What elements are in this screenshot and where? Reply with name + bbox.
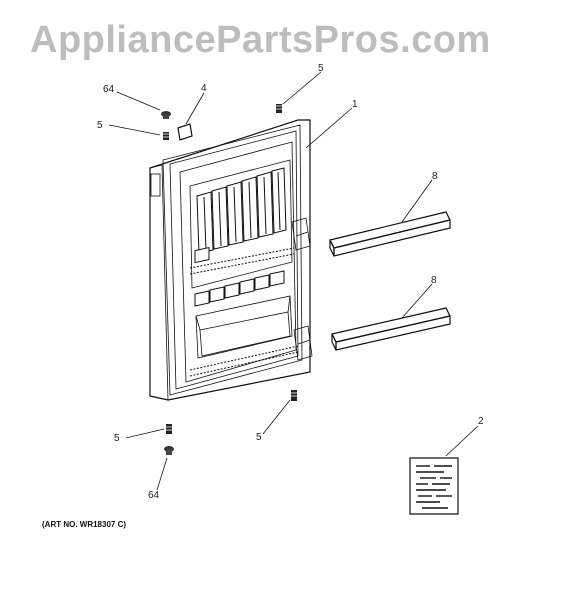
- callout-5-bottomcenter: 5: [256, 432, 262, 443]
- upper-pockets: [196, 167, 287, 254]
- door-assembly: [149, 119, 313, 401]
- leader-lines: [108, 71, 479, 491]
- callout-8-bottom: 8: [431, 275, 437, 286]
- callout-64-bottom: 64: [148, 490, 160, 501]
- callout-4: 4: [201, 83, 207, 94]
- screw-5-topright: [276, 104, 282, 113]
- door-shelf-upper: [329, 211, 451, 257]
- screw-64-top: [161, 111, 171, 119]
- callout-2: 2: [478, 416, 484, 427]
- label-2: [409, 457, 459, 515]
- callout-8-top: 8: [432, 171, 438, 182]
- screw-64-bottom: [164, 446, 174, 455]
- callout-5-topleft: 5: [97, 120, 103, 131]
- screw-5-bottomleft: [166, 424, 172, 434]
- screw-5-bottomcenter: [291, 390, 297, 401]
- callout-1: 1: [352, 99, 358, 110]
- callout-5-topright: 5: [318, 63, 324, 74]
- plug-4: [177, 123, 193, 141]
- callout-labels: 64 4 5 5 1 8 8 5 5 64 2: [97, 63, 484, 501]
- art-number: (ART NO. WR18307 C): [42, 520, 126, 529]
- door-shelf-lower: [331, 307, 451, 351]
- lower-pockets: [194, 246, 285, 307]
- watermark-text: AppliancePartsPros.com: [30, 19, 491, 61]
- callout-5-bottomleft: 5: [114, 433, 120, 444]
- screw-5-topleft: [163, 132, 169, 140]
- callout-64-top: 64: [103, 84, 115, 95]
